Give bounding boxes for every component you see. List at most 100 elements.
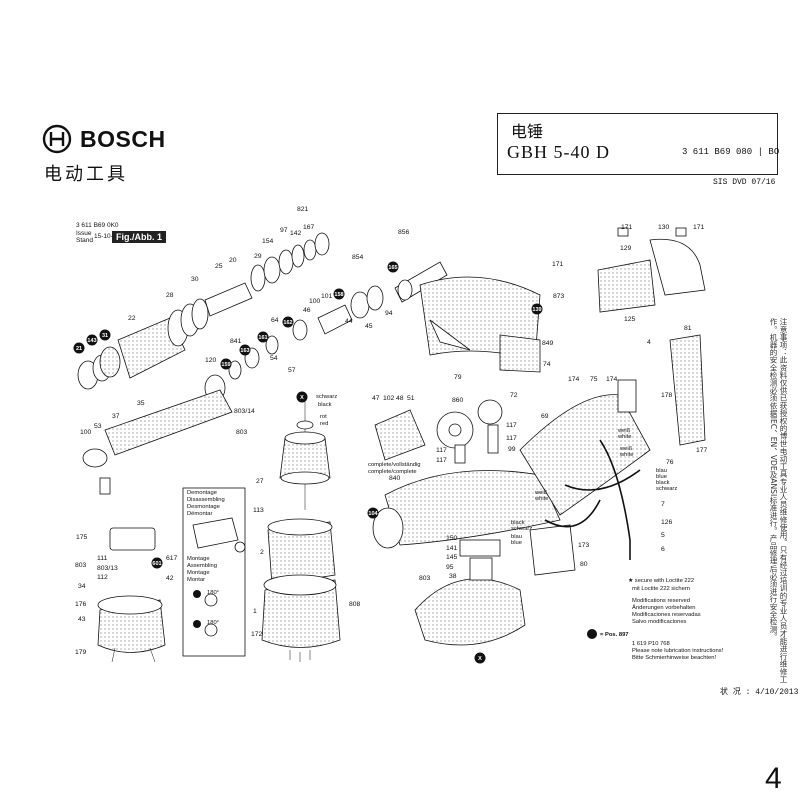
callout-circle	[99, 329, 111, 341]
fig-badge: Fig./Abb. 1	[112, 231, 166, 243]
part-callout: 22	[128, 315, 136, 322]
part-callout: 74	[543, 361, 551, 368]
circled-part-callout: 162	[282, 316, 294, 328]
part-callout: 95	[446, 564, 454, 571]
title-box	[497, 113, 778, 175]
brand-block: BOSCH	[42, 124, 166, 154]
part-callout: 81	[684, 325, 692, 332]
part-callout: 97	[280, 227, 288, 234]
callout-circle	[474, 652, 486, 664]
part-callout: 76	[666, 459, 674, 466]
legend-line-4: Änderungen vorbehalten	[632, 604, 696, 611]
callout-circle	[220, 358, 232, 370]
callout-number: 161	[258, 335, 267, 341]
diagram-note: blue	[511, 540, 522, 546]
bosch-logo-icon	[42, 124, 72, 154]
handle-housing-left	[97, 527, 166, 663]
part-callout: 57	[288, 367, 296, 374]
callout-circle	[151, 557, 163, 569]
part-callout: 841	[230, 338, 242, 345]
diagram-note: white	[534, 496, 549, 502]
part-callout: 150	[446, 535, 458, 542]
part-number: 3 611 B69 080 | BO	[682, 147, 780, 157]
part-callout: 873	[553, 293, 565, 300]
rear-handle	[519, 334, 706, 576]
part-callout: 803/14	[234, 408, 255, 415]
part-callout: 126	[661, 519, 673, 526]
diagram-note: Desmontage	[187, 504, 220, 510]
spindle-assembly	[82, 261, 448, 495]
circled-part-callout: 163	[239, 344, 251, 356]
diagram-note: Disassembling	[187, 497, 225, 503]
callout-number: 163	[240, 348, 249, 354]
fig-stand-label: Stand	[76, 237, 93, 244]
part-callout: 803/13	[97, 565, 118, 572]
circled-part-callout: 139	[531, 303, 543, 315]
part-callout: 173	[578, 542, 590, 549]
part-callout: 37	[112, 413, 120, 420]
callout-number: 159	[221, 362, 230, 368]
brand-subtitle: 电动工具	[44, 164, 128, 185]
part-callout: 117	[506, 422, 517, 429]
part-callout: 171	[552, 261, 564, 268]
part-callout: 2	[260, 549, 264, 556]
callout-number: 601	[152, 561, 161, 567]
part-callout: 803	[419, 575, 431, 582]
part-callout: 856	[398, 229, 410, 236]
part-callout: 178	[661, 392, 673, 399]
part-callout: 179	[75, 649, 87, 656]
callout-number: 158	[334, 292, 343, 298]
callout-number: 165	[388, 265, 397, 271]
callout-circle	[86, 334, 98, 346]
circled-part-callout: 21	[73, 342, 85, 354]
circled-part-callout: 31	[99, 329, 111, 341]
legend-pos-part: 1 619 P10 768	[632, 641, 670, 647]
diagram-note: schwarz	[656, 486, 677, 492]
brand-name: BOSCH	[80, 125, 166, 152]
part-callout: 38	[449, 573, 457, 580]
callout-layer: 8211671429715429202530282285685410110046…	[73, 206, 708, 664]
part-callout: 53	[94, 423, 102, 430]
part-callout: 4	[647, 339, 651, 346]
callout-circle	[239, 344, 251, 356]
part-callout: 117	[436, 457, 447, 464]
diagram-note: blue	[656, 474, 667, 480]
callout-number: 143	[87, 338, 96, 344]
legend-line-5: Modificaciones reservadas	[632, 612, 701, 618]
part-callout: 141	[446, 545, 458, 552]
legend-pos-note-1: Please note lubrication instructions!	[632, 648, 724, 654]
diagram-note: blau	[511, 534, 522, 540]
part-callout: 51	[407, 395, 415, 402]
diagram-note: weiß	[619, 446, 633, 452]
callout-number: 21	[76, 346, 82, 352]
fig-issue-label: Issue	[76, 230, 92, 237]
diagram-note: complete/complete	[368, 469, 417, 475]
part-callout: 43	[78, 616, 86, 623]
callout-circle	[282, 316, 294, 328]
part-callout: 803	[75, 562, 87, 569]
part-callout: 35	[137, 400, 145, 407]
part-callout: 69	[541, 413, 549, 420]
circled-part-callout: 161	[257, 331, 269, 343]
part-callout: 120	[205, 357, 217, 364]
side-note: 注意事项：此资料仅供已获授权的博世电动工具专业人员维修使用。只有经过培训的专业人…	[769, 318, 788, 683]
part-callout: 100	[80, 429, 92, 436]
motor-housing	[261, 574, 341, 662]
diagram-note: 180°	[207, 590, 219, 596]
callout-number: 104	[368, 511, 378, 517]
legend: ★ secure with Loctite 222 mit Loctite 22…	[587, 577, 724, 661]
part-callout: 44	[345, 318, 353, 325]
part-callout: 803	[236, 429, 248, 436]
part-callout: 142	[290, 230, 302, 237]
part-callout: 46	[303, 307, 311, 314]
part-callout: 175	[76, 534, 88, 541]
diagram-note: Démontar	[187, 511, 213, 517]
part-callout: 171	[621, 224, 633, 231]
diagram-note: 180°	[207, 620, 219, 626]
diagram-note: weiß	[617, 428, 631, 434]
part-callout: 101	[321, 293, 333, 300]
part-callout: 34	[78, 583, 86, 590]
diagram-note: blau	[656, 468, 667, 474]
lubrication-icon	[587, 629, 597, 639]
part-callout: 42	[166, 575, 174, 582]
